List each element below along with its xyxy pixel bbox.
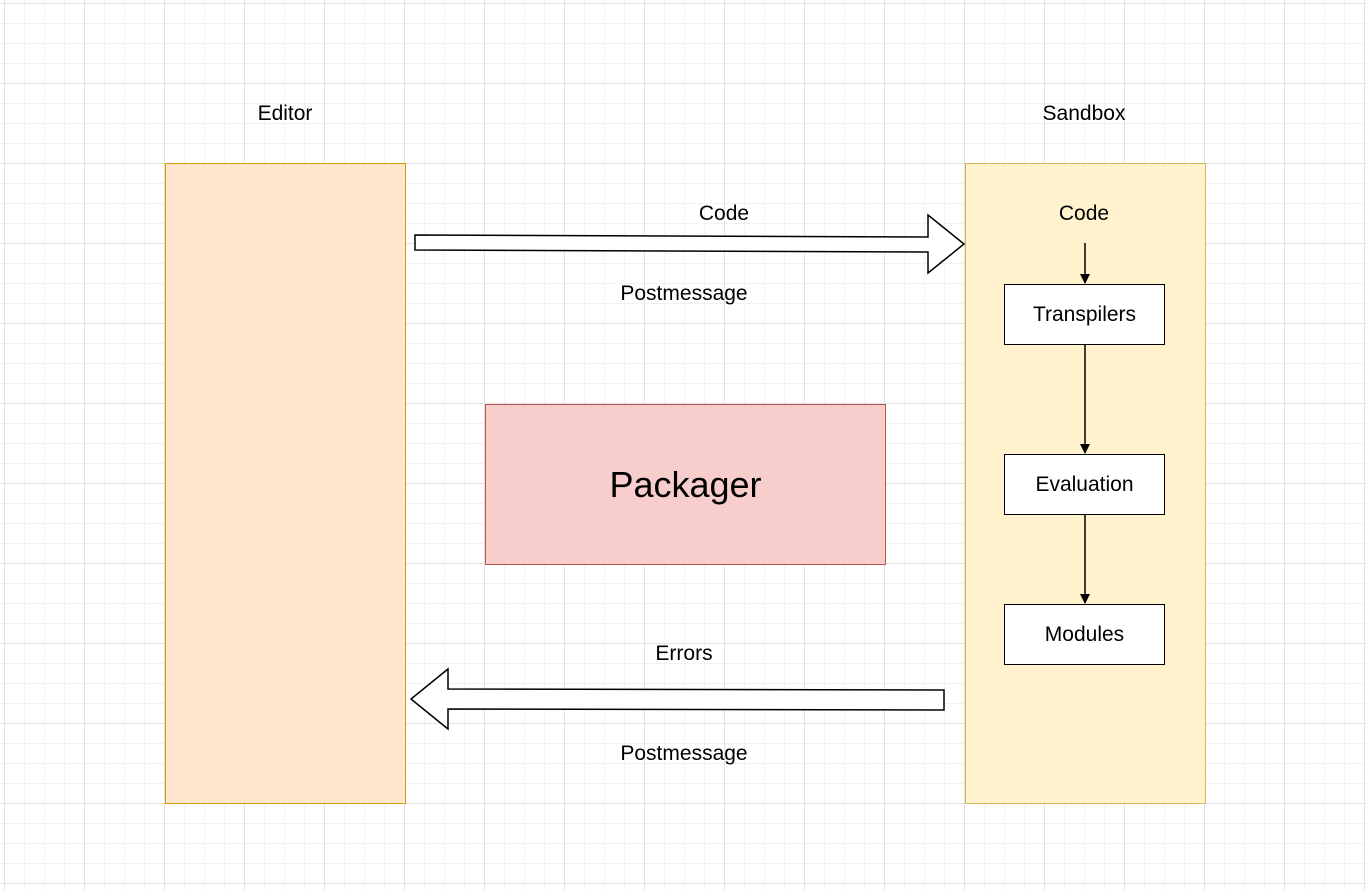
packager-box[interactable]: Packager	[485, 404, 886, 565]
stage-modules[interactable]: Modules	[1004, 604, 1165, 665]
editor-title: Editor	[257, 102, 313, 125]
errors-flow-arrow[interactable]	[409, 667, 945, 731]
postmessage-label-bottom: Postmessage	[620, 742, 748, 765]
stage-modules-label: Modules	[1044, 622, 1125, 646]
editor-panel[interactable]	[165, 163, 406, 804]
stage-evaluation-label: Evaluation	[1035, 472, 1134, 496]
stage-transpilers-label: Transpilers	[1032, 302, 1137, 326]
sandbox-title: Sandbox	[1042, 102, 1126, 125]
postmessage-label-top: Postmessage	[620, 282, 748, 305]
code-flow-label: Code	[698, 202, 750, 225]
packager-label: Packager	[609, 463, 762, 505]
sandbox-code-label: Code	[1058, 202, 1110, 225]
stage-evaluation[interactable]: Evaluation	[1004, 454, 1165, 515]
code-flow-arrow[interactable]	[414, 213, 966, 275]
stage-transpilers[interactable]: Transpilers	[1004, 284, 1165, 345]
errors-flow-label: Errors	[655, 642, 713, 665]
